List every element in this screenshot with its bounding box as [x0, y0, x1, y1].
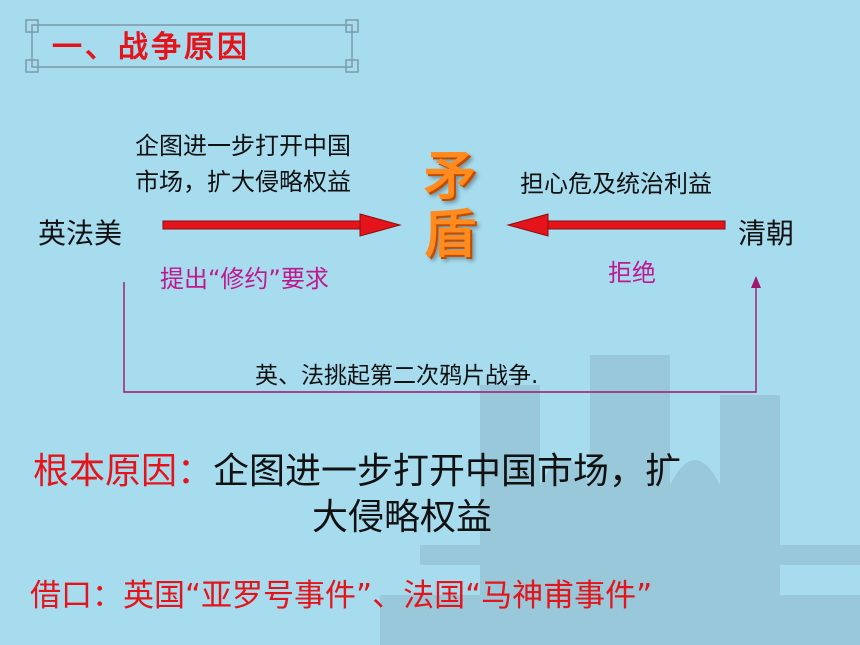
left-motive-line2: 市场，扩大侵略权益 [135, 168, 351, 196]
war-connector-line [123, 282, 757, 393]
connector-arrow-head [751, 276, 761, 288]
root-cause-line1: 根本原因：企图进一步打开中国市场，扩 [33, 442, 681, 494]
left-arrow-shaft [162, 220, 364, 230]
left-arrow-head [359, 213, 402, 237]
contradiction-char-1: 矛 [424, 146, 477, 207]
root-cause-label: 根本原因： [33, 451, 214, 492]
war-note: 英、法挑起第二次鸦片战争. [255, 363, 539, 389]
slide-title: 一、战争原因 [52, 30, 250, 65]
root-cause-line2: 大侵略权益 [312, 497, 493, 538]
right-arrow-shaft [544, 220, 726, 230]
left-action: 提出“修约”要求 [160, 265, 329, 293]
right-actor: 清朝 [738, 217, 795, 250]
root-cause-text-1: 企图进一步打开中国市场，扩 [213, 451, 682, 492]
left-actor: 英法美 [38, 217, 123, 250]
contradiction-label: 矛 盾 [424, 148, 476, 264]
title-frame [25, 19, 359, 73]
right-motive: 担心危及统治利益 [520, 170, 712, 198]
left-motive-line1: 企图进一步打开中国 [135, 132, 351, 160]
contradiction-char-2: 盾 [424, 204, 477, 265]
right-action: 拒绝 [608, 259, 656, 287]
right-arrow-head [506, 213, 549, 237]
background-gate-decoration [380, 355, 860, 645]
pretext: 借口：英国“亚罗号事件”、法国“马神甫事件” [30, 578, 653, 614]
